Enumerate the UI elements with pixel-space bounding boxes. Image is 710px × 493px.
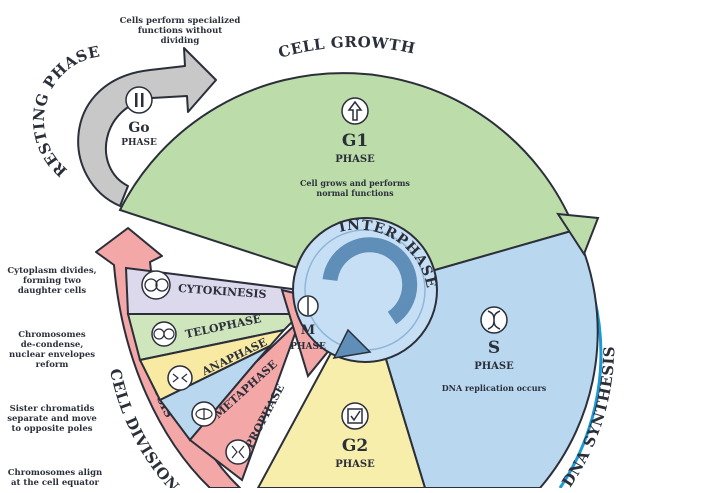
g2-label: PHASE xyxy=(335,459,375,470)
resting-phase-arrow xyxy=(77,47,217,207)
up-arrow-icon xyxy=(347,100,363,121)
cell-growth-arrowhead xyxy=(556,212,600,257)
resting-phase-note: Cells perform specialized functions with… xyxy=(119,16,241,46)
dna-icon xyxy=(487,310,501,330)
pause-icon xyxy=(135,93,144,107)
note-cytokinesis: Cytoplasm divides, forming two daughter … xyxy=(7,266,97,296)
note-anaphase: Sister chromatids separate and move to o… xyxy=(7,404,97,434)
g1-name: G1 xyxy=(342,131,368,151)
note-metaphase: Chromosomes align at the cell equator xyxy=(7,468,103,488)
g1-label: PHASE xyxy=(335,154,375,165)
two-cells-icon xyxy=(141,270,171,300)
s-label: PHASE xyxy=(474,361,514,372)
cell-growth-label: CELL GROWTH xyxy=(276,33,417,62)
s-description: DNA replication occurs xyxy=(442,383,547,393)
go-phase-label: PHASE xyxy=(121,138,157,148)
g2-icon-circle xyxy=(341,402,369,430)
go-phase-name: Go xyxy=(128,120,149,136)
telophase-icon xyxy=(151,321,177,347)
g2-name: G2 xyxy=(342,436,368,456)
anaphase-icon xyxy=(167,365,193,391)
s-name: S xyxy=(488,338,500,358)
checkbox-icon xyxy=(347,408,363,424)
g1-sector xyxy=(118,72,577,292)
g1-icon-circle xyxy=(341,97,369,125)
stage-label-cytokinesis: CYTOKINESIS xyxy=(178,282,267,301)
metaphase-icon xyxy=(191,401,217,427)
m-name: M xyxy=(301,323,315,338)
note-telophase: Chromosomes de-condense, nuclear envelop… xyxy=(8,330,96,370)
prophase-icon xyxy=(225,439,251,465)
m-label: PHASE xyxy=(290,342,326,352)
go-phase-circle xyxy=(125,86,153,114)
cycle-arrow-icon xyxy=(322,237,418,359)
